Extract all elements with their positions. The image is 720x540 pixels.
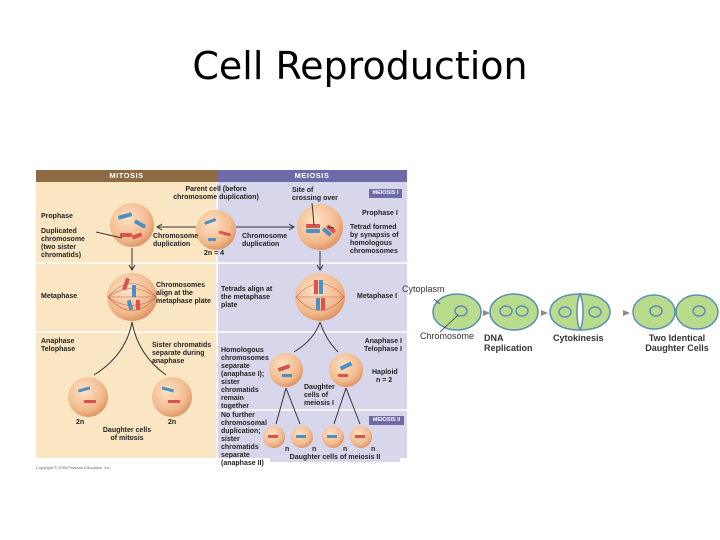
daughter-mitosis-label: Daughter cells of mitosis	[102, 427, 152, 442]
daughter-cells	[632, 294, 719, 330]
daughter-meiosis-i-label: Daughter cells of meiosis I	[304, 384, 335, 407]
chromosomes-align-label: Chromosomes align at the metaphase plate	[156, 282, 211, 305]
mitosis-2n-b-label: 2n	[168, 419, 177, 426]
prophase-label: Prophase	[41, 213, 73, 220]
parent-2n-label: 2n = 4	[204, 250, 225, 257]
two-identical-label: Two Identical Daughter Cells	[645, 333, 709, 353]
anaphase-telophase-i-label: Anaphase I Telophase I	[364, 338, 402, 353]
dividing-cell	[549, 293, 611, 331]
meiosis-metaphase-i-cell	[295, 273, 345, 321]
tetrad-formed-label: Tetrad formed by synapsis of homologous …	[350, 224, 399, 255]
cytoplasm-label: Cytoplasm	[402, 284, 445, 294]
metaphase-label: Metaphase	[41, 293, 78, 300]
site-crossing-label: Site of crossing over	[292, 187, 338, 202]
homologous-separate-label: Homologous chromosomes separate (anaphas…	[221, 347, 269, 410]
metaphase-i-label: Metaphase I	[357, 293, 398, 300]
tetrads-align-label: Tetrads align at the metaphase plate	[221, 286, 273, 309]
meiosis-ii-n-2: n	[312, 446, 317, 453]
prophase-i-label: Prophase I	[362, 210, 398, 217]
chromosome-label: Chromosome	[420, 331, 475, 341]
division-arrows	[483, 310, 630, 316]
meiosis-ii-n-3: n	[343, 446, 348, 453]
cell-division-figure: Cytoplasm Chromosome DNA Replication Cyt…	[400, 280, 720, 360]
anaphase-telophase-label: Anaphase Telophase	[41, 338, 76, 353]
meiosis-ii-daughter-cells	[263, 426, 372, 448]
meiosis-header: MEIOSIS	[217, 170, 407, 182]
figure-arrows	[93, 202, 361, 425]
slide-title: Cell Reproduction	[192, 44, 528, 88]
meiosis-ii-tag: MEIOSIS II	[369, 416, 404, 425]
cell-division-drawing	[432, 293, 719, 333]
mitosis-2n-a-label: 2n	[76, 419, 85, 426]
figure-background	[36, 170, 407, 466]
mitosis-daughter-cells	[68, 377, 192, 417]
meiosis-i-tag: MEIOSIS I	[369, 189, 402, 198]
chromosome-duplication-left-label: Chromosome duplication	[153, 233, 199, 248]
haploid-label: Haploid	[372, 369, 398, 376]
sister-separate-label: Sister chromatids separate during anapha…	[152, 342, 212, 365]
duplicated-chromosome-label: Duplicated chromosome (two sister chroma…	[41, 228, 85, 259]
copyright-label: Copyright © 2008 Pearson Education, Inc.	[36, 465, 111, 470]
haploid-n-label: n = 2	[376, 377, 393, 384]
replicated-cell	[489, 293, 539, 331]
meiosis-ii-n-4: n	[371, 446, 376, 453]
chromosome-duplication-right-label: Chromosome duplication	[242, 233, 288, 248]
parent-cell-label: Parent cell (before chromosome duplicati…	[173, 186, 259, 201]
mitosis-prophase-cell	[110, 203, 154, 247]
dna-replication-label: DNA Replication	[484, 333, 533, 353]
meiosis-prophase-i-cell	[297, 204, 343, 250]
mitosis-meiosis-figure: MITOSIS MEIOSIS Parent cell (before chro…	[36, 170, 407, 470]
meiosis-ii-n-1: n	[285, 446, 290, 453]
meiosis-i-daughter-cells	[269, 353, 363, 387]
parent-cell	[196, 210, 236, 250]
daughter-meiosis-ii-label: Daughter cells of meiosis II	[270, 454, 400, 462]
cytokinesis-label: Cytokinesis	[553, 333, 604, 343]
mitosis-header: MITOSIS	[36, 170, 217, 182]
single-cell	[432, 293, 482, 331]
mitosis-metaphase-cell	[107, 273, 157, 321]
no-further-label: No further chromosomal duplication; sist…	[221, 412, 267, 467]
